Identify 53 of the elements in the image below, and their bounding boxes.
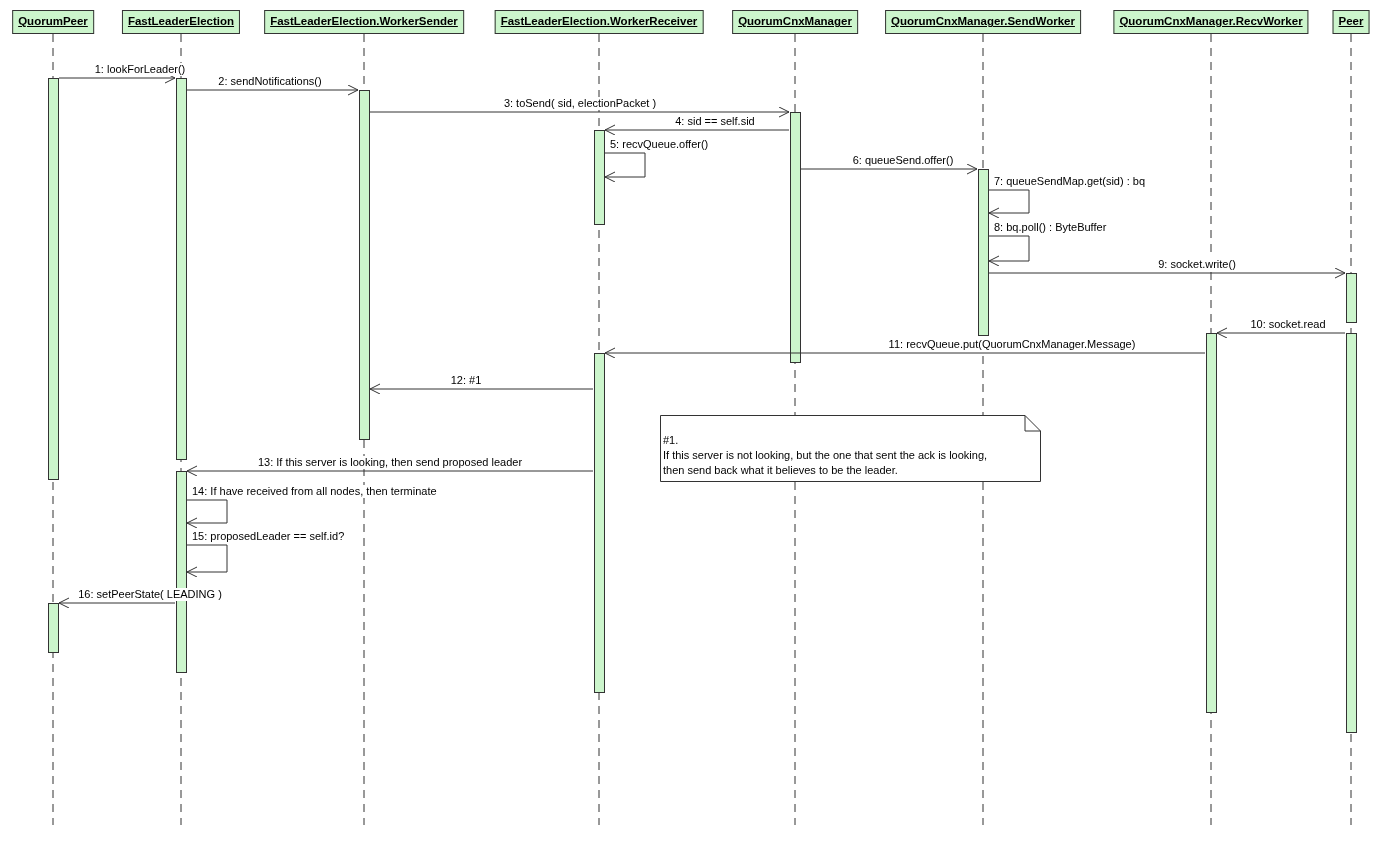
activation-bar: [594, 353, 605, 693]
message-arrow: [988, 235, 1030, 267]
message-arrow: [186, 544, 228, 578]
message-arrow: [604, 152, 646, 183]
message-label: 4: sid == self.sid: [674, 115, 756, 128]
message-arrow: [58, 597, 176, 609]
message-arrow: [604, 124, 790, 136]
message-arrow: [1216, 327, 1346, 339]
participant-box: QuorumCnxManager.RecvWorker: [1113, 10, 1309, 34]
participant-box: QuorumPeer: [12, 10, 94, 34]
message-label: 5: recvQueue.offer(): [609, 138, 710, 151]
participant-box: FastLeaderElection: [121, 10, 241, 34]
activation-bar: [359, 90, 370, 440]
message-arrow: [369, 106, 790, 118]
message-arrow: [369, 383, 594, 395]
message-label: 3: toSend( sid, electionPacket ): [502, 97, 658, 110]
message-label: 13: If this server is looking, then send proposed leader: [256, 456, 524, 469]
message-label: 7: queueSendMap.get(sid) : bq: [993, 175, 1147, 188]
message-label: 10: socket.read: [1249, 318, 1327, 331]
participant-box: FastLeaderElection.WorkerReceiver: [494, 10, 704, 34]
message-arrow: [800, 163, 978, 175]
message-label: 8: bq.poll() : ByteBuffer: [993, 221, 1108, 234]
message-arrow: [186, 465, 594, 477]
message-label: 2: sendNotifications(): [217, 75, 323, 88]
participant-box: QuorumCnxManager.SendWorker: [885, 10, 1081, 34]
note-text: #1.: [663, 433, 680, 448]
activation-bar: [48, 603, 59, 653]
participant-box: Peer: [1332, 10, 1370, 34]
message-arrow: [988, 267, 1346, 279]
activation-bar: [48, 78, 59, 480]
participant-box: QuorumCnxManager: [732, 10, 858, 34]
activation-bar: [1346, 273, 1357, 323]
activation-bar: [1346, 333, 1357, 733]
message-arrow: [186, 499, 228, 529]
message-label: 9: socket.write(): [1157, 258, 1237, 271]
note: [660, 415, 1041, 482]
note-text: If this server is not looking, but the one that sent the ack is looking, then send back what it believes to be the leader.: [663, 448, 989, 478]
activation-bar: [176, 78, 187, 460]
message-label: 12: #1: [449, 374, 483, 387]
message-arrow: [988, 189, 1030, 219]
message-label: 11: recvQueue.put(QuorumCnxManager.Message): [887, 338, 1137, 351]
message-label: 1: lookForLeader(): [93, 63, 187, 76]
message-arrow: [186, 84, 359, 96]
participant-box: FastLeaderElection.WorkerSender: [264, 10, 464, 34]
message-label: 6: queueSend.offer(): [851, 154, 955, 167]
message-arrow: [604, 347, 1206, 359]
message-label: 16: setPeerState( LEADING ): [77, 588, 223, 601]
message-label: 15: proposedLeader == self.id?: [191, 530, 346, 543]
activation-bar: [1206, 333, 1217, 713]
activation-bar: [594, 130, 605, 225]
activation-bar: [790, 112, 801, 363]
activation-bar: [978, 169, 989, 336]
message-label: 14: If have received from all nodes, then terminate: [191, 485, 438, 498]
